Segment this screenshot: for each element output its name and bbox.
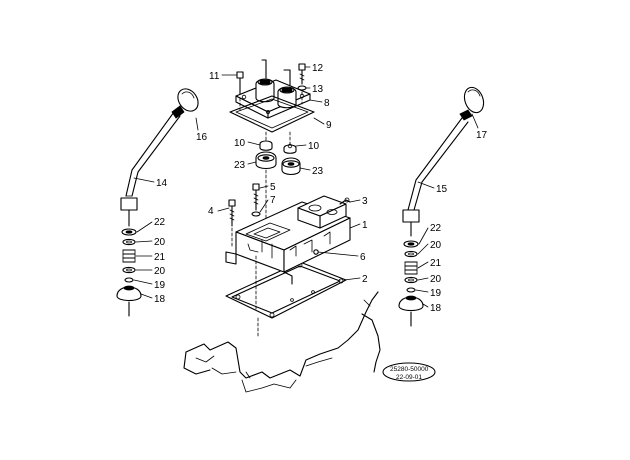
shift-knob-left	[171, 88, 199, 119]
callout-18-right: 18	[430, 303, 442, 314]
shift-cover	[235, 59, 311, 119]
transmission-base-housing	[183, 291, 381, 393]
pin-6	[313, 249, 319, 255]
callout-20-right-lower: 20	[430, 274, 442, 285]
leader-lines	[133, 66, 479, 308]
washer-13	[297, 85, 307, 91]
callout-8: 8	[324, 98, 330, 109]
stamp-date: 22-09-01	[396, 374, 422, 381]
callout-12: 12	[312, 63, 324, 74]
washer-7	[251, 211, 261, 217]
callout-19-left: 19	[154, 280, 166, 291]
stamp-part-number: 25280-50000	[390, 366, 429, 373]
callout-10-right: 10	[308, 141, 320, 152]
callout-15: 15	[436, 184, 448, 195]
bolt-4	[228, 199, 236, 227]
callout-2: 2	[362, 274, 368, 285]
shift-lever-left	[120, 111, 181, 227]
callout-16: 16	[196, 132, 208, 143]
clip-10-left	[259, 140, 273, 151]
lever-right-parts-stack	[398, 240, 424, 327]
callout-13: 13	[312, 84, 324, 95]
callout-4: 4	[208, 206, 214, 217]
callout-labels: 1 2 3 4 5 6 7 8 9 10 10 11 12 13 14 15 1…	[154, 63, 488, 314]
callout-3: 3	[362, 196, 368, 207]
callout-22-left: 22	[154, 217, 166, 228]
boot-23-left	[255, 151, 277, 170]
callout-18-left: 18	[154, 294, 166, 305]
callout-7: 7	[270, 195, 276, 206]
callout-19-right: 19	[430, 288, 442, 299]
boot-23-right	[281, 157, 301, 176]
gasket-cover	[229, 95, 315, 133]
bolt-5	[252, 183, 260, 211]
callout-20-left-lower: 20	[154, 266, 166, 277]
callout-20-left-upper: 20	[154, 237, 166, 248]
callout-21-right: 21	[430, 258, 442, 269]
callout-23-right: 23	[312, 166, 324, 177]
callout-1: 1	[362, 220, 368, 231]
callout-20-right-upper: 20	[430, 240, 442, 251]
callout-5: 5	[270, 182, 276, 193]
assembly-guide-lines	[231, 91, 303, 339]
lever-left-parts-stack	[116, 228, 142, 317]
shift-case-body	[225, 195, 351, 285]
callout-11: 11	[209, 71, 220, 82]
callout-23-left: 23	[234, 160, 246, 171]
callout-21-left: 21	[154, 252, 166, 263]
drawing-number-stamp: 25280-50000 22-09-01	[382, 362, 436, 382]
callout-14: 14	[156, 178, 168, 189]
shift-knob-right	[459, 86, 485, 121]
callout-17: 17	[476, 130, 488, 141]
bolt-11	[236, 71, 244, 95]
callout-9: 9	[326, 120, 332, 131]
callout-6: 6	[360, 252, 366, 263]
shift-lever-right	[402, 117, 469, 237]
callout-22-right: 22	[430, 223, 442, 234]
clip-10-right	[283, 143, 297, 154]
bolt-12	[298, 63, 306, 85]
callout-10-left: 10	[234, 138, 246, 149]
